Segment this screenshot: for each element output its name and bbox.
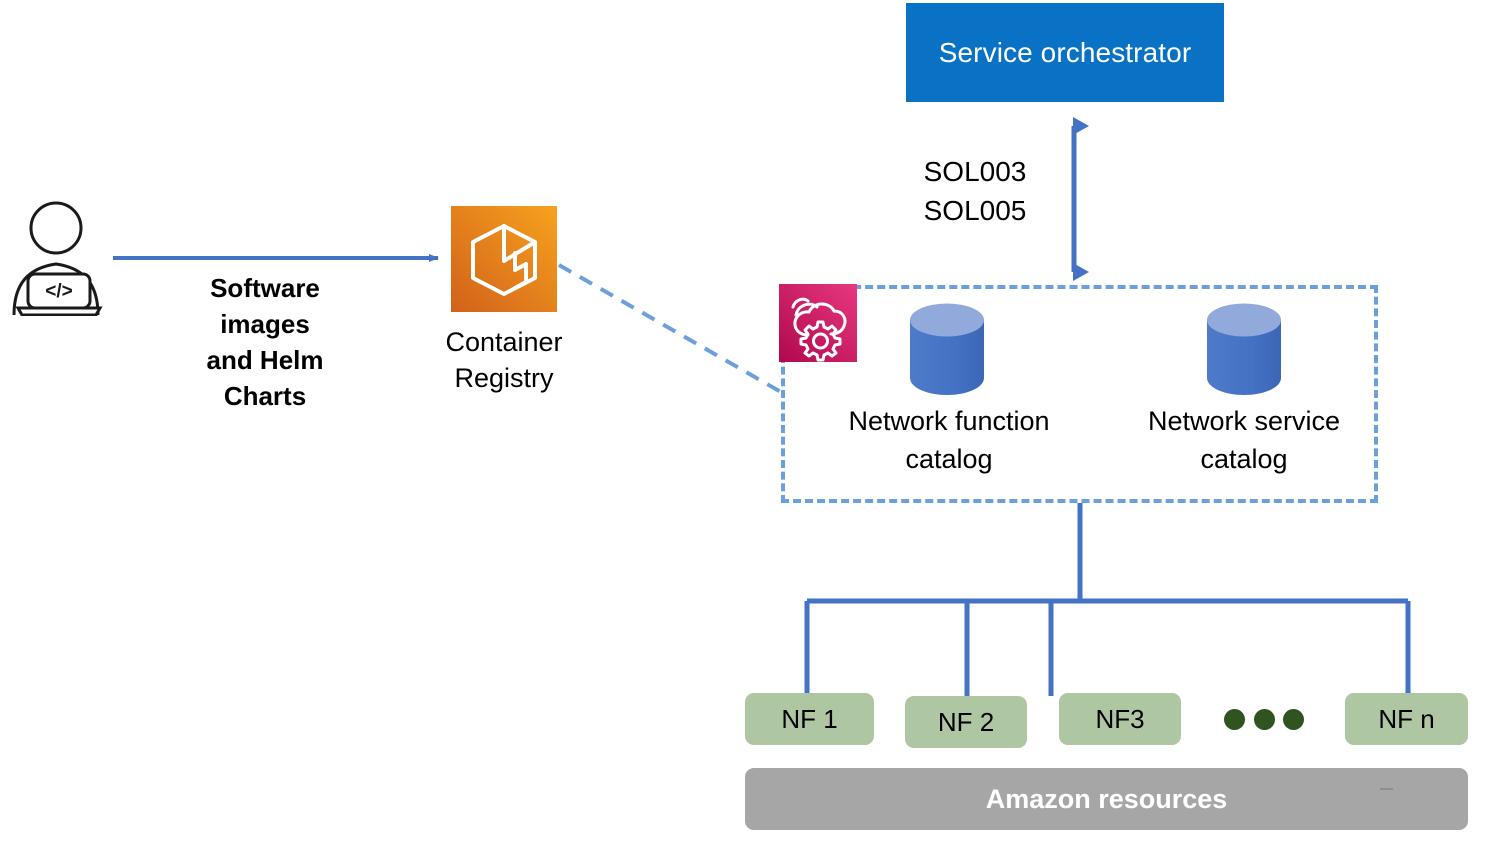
service-orchestrator-label: Service orchestrator	[938, 36, 1192, 68]
developer-laptop-icon: </>	[8, 196, 120, 317]
service-orchestrator-box[interactable]: Service orchestrator	[906, 3, 1224, 102]
amazon-resources-bar[interactable]: Amazon resources	[745, 768, 1468, 830]
ns-catalog-label-line-2: catalog	[1200, 444, 1288, 474]
network-service-catalog-label: Network service catalog	[1118, 402, 1370, 478]
registry-label-line-2: Registry	[454, 363, 554, 393]
sol-interface-labels: SOL003 SOL005	[900, 152, 1050, 230]
sol003-label: SOL003	[923, 156, 1027, 187]
container-registry-icon[interactable]	[451, 206, 557, 312]
software-images-label: Software images and Helm Charts	[160, 270, 370, 414]
network-service-catalog-cylinder-icon[interactable]	[1206, 303, 1282, 395]
network-function-catalog-label: Network function catalog	[805, 402, 1093, 478]
ellipsis-dot-2	[1253, 708, 1275, 730]
network-function-box-2[interactable]: NF 2	[905, 696, 1027, 748]
nf-catalog-label-line-1: Network function	[848, 406, 1050, 436]
software-label-line-1: Software	[210, 273, 320, 303]
amazon-resources-label: Amazon resources	[985, 783, 1228, 814]
ellipsis-dot-3	[1283, 708, 1304, 730]
catalog-boundary-group	[781, 285, 1378, 503]
software-label-line-2: images	[220, 309, 310, 339]
network-function-catalog-cylinder-icon[interactable]	[909, 303, 985, 395]
nf-catalog-label-line-2: catalog	[905, 444, 993, 474]
software-label-line-4: Charts	[223, 381, 307, 411]
telco-network-builder-icon[interactable]	[779, 284, 857, 362]
network-function-box-n[interactable]: NF n	[1345, 693, 1468, 745]
software-label-line-3: and Helm	[206, 345, 324, 375]
sol005-label: SOL005	[923, 195, 1027, 226]
svg-text:</>: </>	[45, 281, 72, 302]
network-function-ellipsis	[1224, 707, 1304, 731]
ellipsis-dot-1	[1224, 708, 1245, 730]
container-registry-label: Container Registry	[408, 324, 600, 396]
registry-label-line-1: Container	[445, 327, 563, 357]
amazon-resources-mark	[1380, 788, 1393, 790]
ns-catalog-label-line-1: Network service	[1147, 406, 1341, 436]
network-function-box-3[interactable]: NF3	[1059, 693, 1181, 745]
network-function-box-1[interactable]: NF 1	[745, 693, 874, 745]
